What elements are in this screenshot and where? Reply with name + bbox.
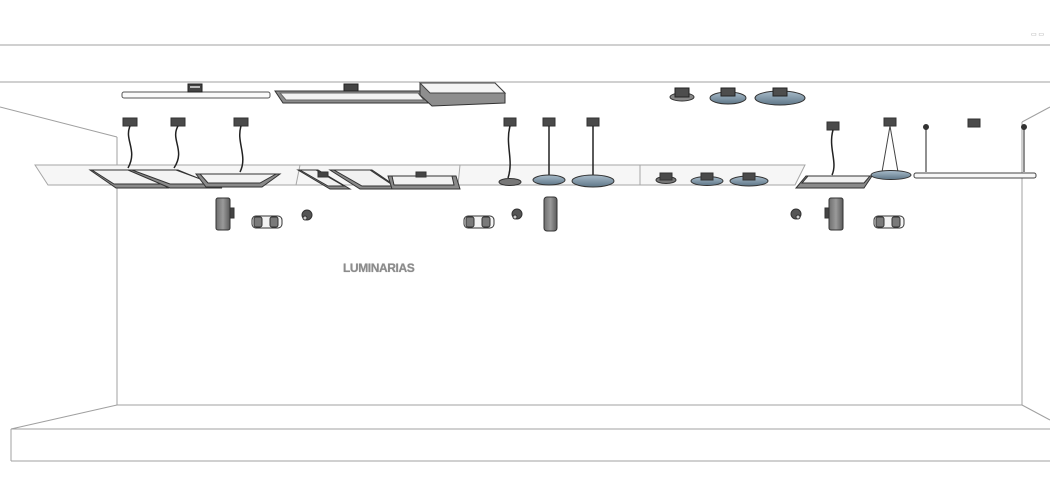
wall-eyeball-left bbox=[301, 209, 313, 221]
wall-eyeball-middle bbox=[511, 208, 523, 220]
suspended-right-group bbox=[794, 117, 1037, 189]
wall-twin-spot-middle bbox=[463, 215, 495, 229]
pendant-round-group bbox=[498, 117, 615, 188]
recessed-downlight-group bbox=[655, 172, 769, 187]
wall-cylinder-left bbox=[215, 197, 235, 231]
wall-twin-spot-right bbox=[873, 215, 905, 229]
surface-large-panel bbox=[418, 82, 507, 107]
wall-cylinder-right bbox=[824, 197, 844, 231]
drawing-title: LUMINARIAS bbox=[343, 261, 415, 275]
surface-linear-luminaire bbox=[121, 83, 271, 99]
pendant-linear-group bbox=[88, 117, 282, 189]
pendant-panel-group bbox=[296, 169, 461, 190]
surface-panel-luminaire bbox=[274, 83, 429, 104]
wall-cylinder-middle bbox=[543, 196, 558, 232]
wall-eyeball-right bbox=[790, 208, 802, 220]
corner-mark: ▭ ▭ bbox=[1030, 32, 1044, 38]
surface-round-downlights bbox=[669, 87, 806, 106]
wall-twin-spot-left bbox=[251, 215, 283, 229]
room-outline bbox=[0, 44, 1050, 462]
